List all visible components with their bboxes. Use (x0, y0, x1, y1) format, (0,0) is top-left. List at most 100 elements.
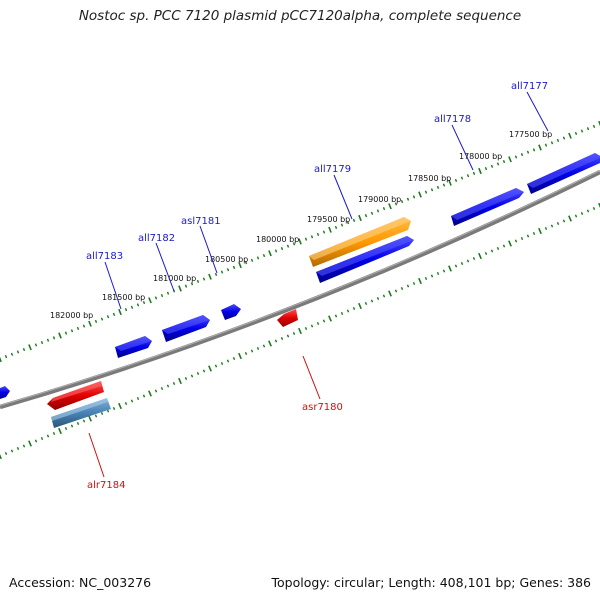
minor-tick (292, 242, 296, 246)
gene-arrow-left-edge[interactable] (0, 386, 10, 399)
minor-tick (202, 369, 206, 373)
minor-tick (112, 312, 116, 316)
minor-tick (514, 155, 518, 159)
minor-tick (352, 306, 356, 311)
gene-arrow-all7182[interactable] (162, 315, 210, 342)
minor-tick (166, 291, 170, 295)
minor-tick (10, 449, 14, 453)
gene-arrow-all7177[interactable] (527, 153, 600, 194)
minor-tick (580, 211, 584, 216)
minor-tick (292, 331, 296, 336)
major-tick (508, 156, 512, 163)
major-tick (478, 167, 482, 175)
minor-tick (142, 394, 146, 398)
minor-tick (532, 148, 536, 152)
position-label: 179000 bp (358, 195, 401, 204)
minor-tick (100, 411, 104, 416)
minor-tick (82, 419, 86, 423)
minor-tick (310, 324, 314, 328)
gene-arrow-all7183[interactable] (115, 336, 152, 358)
major-tick (448, 179, 452, 186)
minor-tick (382, 294, 386, 298)
minor-tick (454, 264, 458, 268)
gene-arrow-asl7181[interactable] (221, 304, 241, 320)
minor-tick (520, 152, 524, 157)
minor-tick (334, 225, 338, 229)
gene-label[interactable]: all7178 (434, 114, 471, 125)
major-tick (28, 440, 32, 447)
gene-label[interactable]: asl7181 (181, 216, 221, 227)
map-title: Nostoc sp. PCC 7120 plasmid pCC7120alpha… (78, 8, 522, 24)
major-tick (358, 302, 362, 310)
minor-tick (220, 270, 224, 274)
major-tick (418, 191, 422, 198)
minor-tick (454, 178, 458, 182)
gene-label[interactable]: all7177 (511, 81, 548, 92)
minor-tick (76, 326, 80, 331)
gene-bar-alr7184[interactable] (51, 398, 111, 428)
gene-label[interactable]: all7183 (86, 251, 123, 262)
major-tick (238, 261, 242, 269)
minor-tick (562, 136, 566, 140)
major-tick (538, 144, 542, 151)
position-label: 177500 bp (509, 130, 552, 139)
gene-label[interactable]: all7179 (314, 164, 351, 175)
minor-tick (274, 339, 278, 343)
minor-tick (562, 219, 566, 223)
minor-tick (136, 303, 140, 307)
position-label: 178500 bp (408, 174, 451, 183)
major-tick (568, 132, 572, 139)
minor-tick (526, 150, 530, 154)
major-tick (58, 332, 62, 339)
minor-tick (154, 296, 158, 300)
minor-tick (70, 329, 74, 333)
minor-tick (124, 308, 128, 312)
sequence-backbone (0, 169, 600, 410)
minor-tick (364, 301, 368, 306)
minor-tick (352, 218, 356, 222)
minor-tick (382, 207, 386, 211)
minor-tick (460, 176, 464, 180)
major-tick (388, 290, 392, 297)
minor-tick (4, 355, 8, 359)
major-tick (598, 202, 600, 209)
minor-tick (376, 296, 380, 301)
minor-tick (250, 349, 254, 353)
gene-arrow-all7179[interactable] (316, 236, 414, 283)
minor-tick (460, 261, 464, 266)
minor-tick (262, 254, 266, 258)
minor-tick (94, 414, 98, 418)
minor-tick (196, 371, 200, 376)
major-tick (268, 250, 272, 257)
minor-tick (340, 223, 344, 227)
minor-tick (232, 356, 236, 361)
gene-arrow-alr7184[interactable] (47, 381, 104, 410)
major-tick (268, 340, 272, 347)
major-tick (28, 344, 32, 351)
minor-tick (484, 251, 488, 256)
minor-tick (412, 281, 416, 286)
minor-tick (184, 284, 188, 288)
major-tick (88, 415, 92, 422)
gene-arrow-asr7180[interactable] (277, 309, 298, 327)
minor-tick (250, 258, 254, 262)
minor-tick (16, 446, 20, 451)
gene-label[interactable]: alr7184 (87, 480, 125, 491)
minor-tick (274, 249, 278, 253)
gene-highlight-all7179[interactable] (309, 217, 411, 267)
minor-tick (394, 289, 398, 293)
gene-label[interactable]: asr7180 (302, 402, 343, 413)
minor-tick (226, 359, 230, 363)
minor-tick (64, 426, 68, 431)
gene-arrow-all7178[interactable] (451, 188, 524, 226)
minor-tick (430, 274, 434, 278)
gene-label[interactable]: all7182 (138, 233, 175, 244)
minor-tick (490, 249, 494, 253)
minor-tick (16, 350, 20, 354)
minor-tick (82, 324, 86, 328)
minor-tick (490, 164, 494, 168)
minor-tick (550, 141, 554, 145)
minor-tick (46, 338, 50, 342)
minor-tick (502, 244, 506, 248)
